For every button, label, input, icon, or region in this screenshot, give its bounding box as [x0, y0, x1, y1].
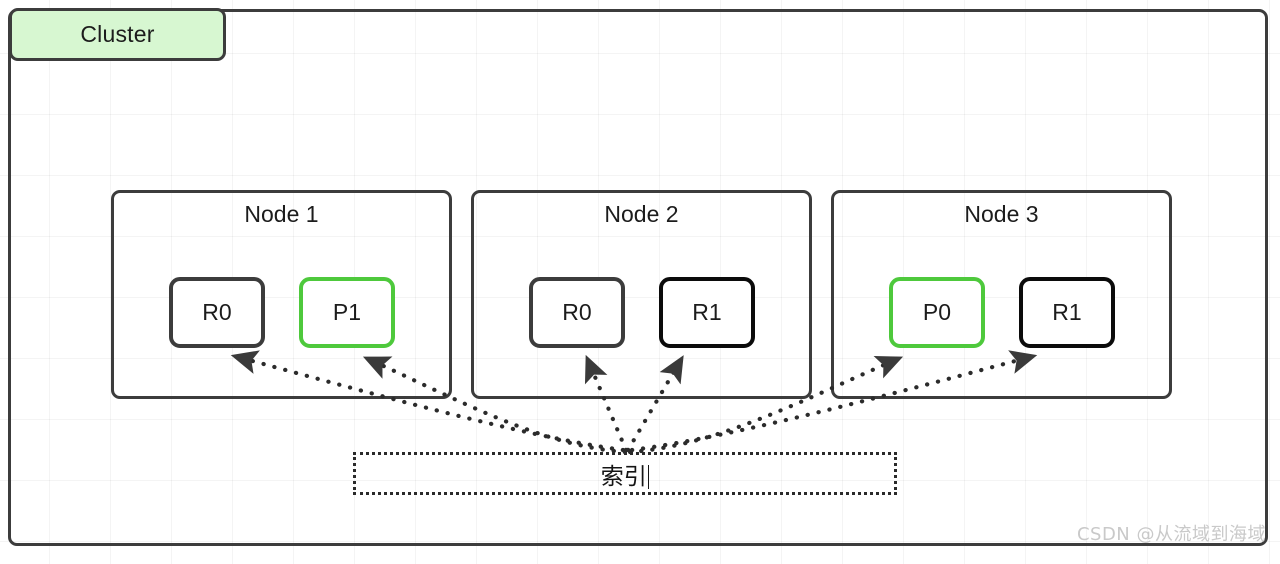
shard-label: P1 [332, 299, 362, 325]
shard-node1-r0: R0 [169, 277, 265, 348]
index-box: 索引 [353, 452, 897, 495]
watermark: CSDN @从流域到海域 [1076, 524, 1266, 545]
node-title-2: Node 2 [604, 201, 679, 227]
shard-node3-r1: R1 [1019, 277, 1115, 348]
node-box-3: Node 3 P0 R1 [831, 190, 1172, 399]
cluster-label: Cluster [9, 8, 226, 61]
shard-label: R1 [1052, 299, 1082, 325]
shard-label: R0 [562, 299, 592, 325]
index-label: 索引 [601, 457, 650, 491]
shard-node3-p0: P0 [889, 277, 985, 348]
node-box-2: Node 2 R0 R1 [471, 190, 812, 399]
node-title-1: Node 1 [244, 201, 319, 227]
shard-node1-p1: P1 [299, 277, 395, 348]
cluster-label-text: Cluster [80, 21, 155, 47]
cluster-container [8, 9, 1268, 546]
shard-node2-r1: R1 [659, 277, 755, 348]
shard-node2-r0: R0 [529, 277, 625, 348]
text-caret [647, 464, 650, 489]
node-box-1: Node 1 R0 P1 [111, 190, 452, 399]
shard-label: R0 [202, 299, 232, 325]
node-title-3: Node 3 [964, 201, 1039, 227]
shard-label: R1 [692, 299, 722, 325]
index-label-text: 索引 [600, 463, 647, 490]
shard-label: P0 [922, 299, 952, 325]
